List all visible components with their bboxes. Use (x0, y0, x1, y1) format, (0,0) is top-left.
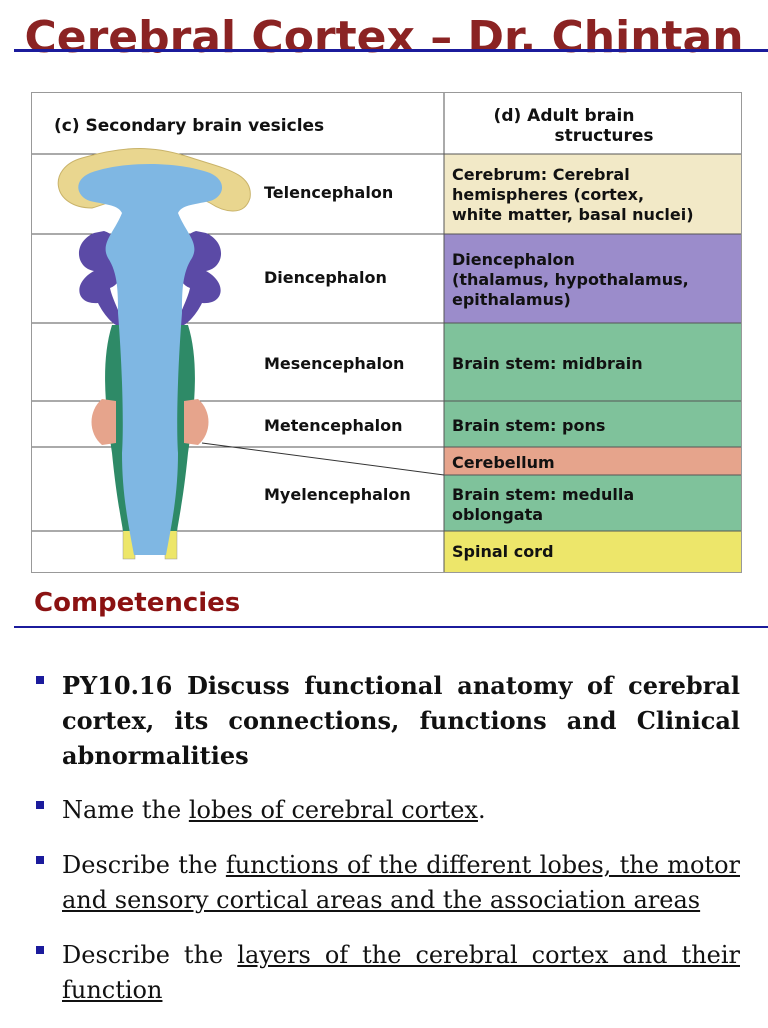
bullet-square-icon (36, 676, 44, 684)
neural-tube-illustration (57, 148, 445, 560)
structure-cell-bg (444, 531, 741, 572)
competency-text: PY10.16 Discuss functional anatomy of ce… (62, 671, 740, 770)
structure-label-cerebrum: white matter, basal nuclei) (452, 205, 694, 224)
competency-text: Describe the (62, 941, 238, 969)
bullet-square-icon (36, 801, 44, 809)
competency-item: PY10.16 Discuss functional anatomy of ce… (32, 668, 740, 773)
structure-label-medulla: oblongata (452, 505, 543, 524)
vesicle-label-diencephalon: Diencephalon (264, 268, 387, 287)
right-column-header-line2: structures (554, 126, 653, 146)
competency-item: Describe the layers of the cerebral cort… (32, 938, 740, 1008)
structure-label-spinal-cord: Spinal cord (452, 542, 554, 561)
competency-item: Name the lobes of cerebral cortex. (32, 793, 740, 828)
structure-cell-bg (444, 401, 741, 447)
structure-label-diencephalon: Diencephalon (452, 250, 575, 269)
competencies-divider (14, 626, 768, 628)
slide-title: Cerebral Cortex – Dr. Chintan (24, 12, 744, 63)
structure-label-diencephalon: epithalamus) (452, 290, 571, 309)
structure-cell-bg (444, 475, 741, 531)
structure-cell-bg (444, 447, 741, 475)
structure-label-pons: Brain stem: pons (452, 416, 605, 435)
structure-label-medulla: Brain stem: medulla (452, 485, 634, 504)
competency-list: PY10.16 Discuss functional anatomy of ce… (32, 668, 740, 1028)
competency-text: Describe the (62, 851, 226, 879)
bullet-square-icon (36, 856, 44, 864)
competency-text: Name the (62, 796, 189, 824)
competency-underlined-text: functions of the different lobes, the mo… (62, 851, 740, 914)
title-divider (14, 49, 768, 52)
competency-underlined-text: lobes of cerebral cortex (188, 796, 478, 824)
brain-vesicles-diagram: (c) Secondary brain vesicles (d) Adult b… (32, 93, 741, 572)
competency-text-end: . (477, 796, 486, 824)
structure-label-cerebrum: Cerebrum: Cerebral (452, 165, 630, 184)
vesicle-label-metencephalon: Metencephalon (264, 416, 403, 435)
vesicle-label-telencephalon: Telencephalon (264, 183, 393, 202)
structure-label-diencephalon: (thalamus, hypothalamus, (452, 270, 689, 289)
vesicle-label-mesencephalon: Mesencephalon (264, 354, 404, 373)
vesicle-label-myelencephalon: Myelencephalon (264, 485, 411, 504)
structure-cell-bg (444, 234, 741, 323)
structure-cell-bg (444, 323, 741, 401)
left-column-header: (c) Secondary brain vesicles (54, 116, 324, 136)
competencies-heading: Competencies (34, 588, 241, 618)
structure-label-cerebrum: hemispheres (cortex, (452, 185, 644, 204)
structure-cell-bg (444, 154, 741, 234)
competency-item: Describe the functions of the different … (32, 848, 740, 918)
brain-vesicles-figure: (c) Secondary brain vesicles (d) Adult b… (31, 92, 742, 573)
competency-underlined-text: layers of the cerebral cortex and their … (62, 941, 740, 1004)
right-column-header-line1: (d) Adult brain (494, 106, 635, 126)
structure-label-cerebellum: Cerebellum (452, 453, 555, 472)
structure-label-midbrain: Brain stem: midbrain (452, 354, 643, 373)
bullet-square-icon (36, 946, 44, 954)
